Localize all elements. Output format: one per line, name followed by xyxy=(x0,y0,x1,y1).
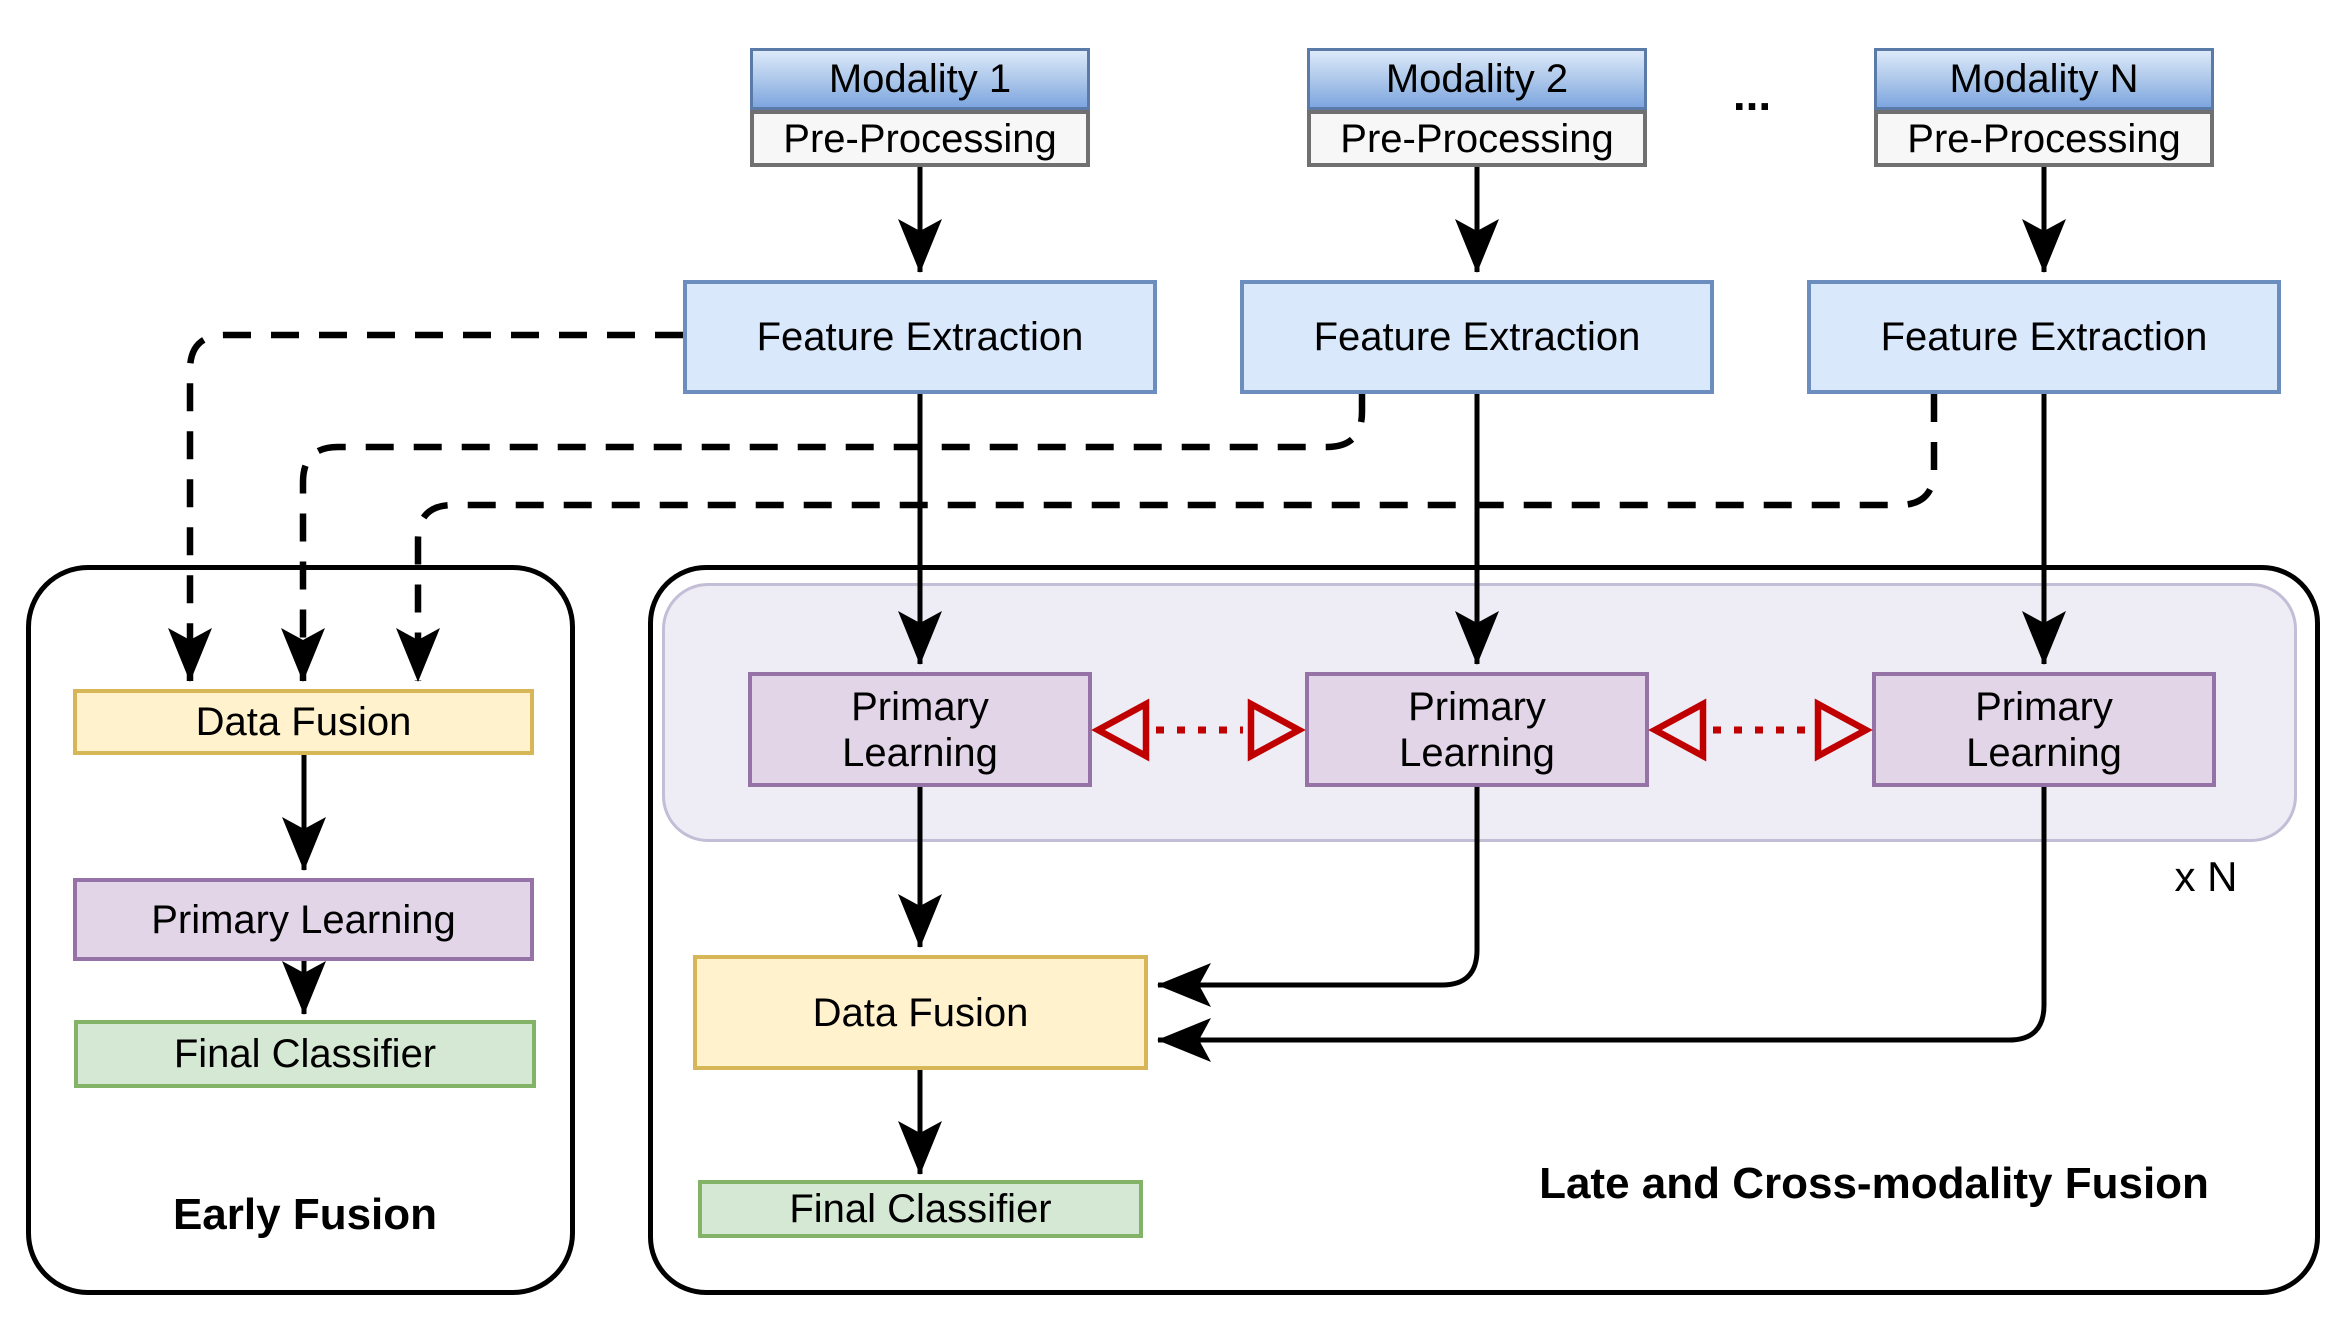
feature-extraction-2-box: Feature Extraction xyxy=(1240,280,1714,394)
early-data-fusion-box: Data Fusion xyxy=(73,689,534,755)
early-primary-learning-box: Primary Learning xyxy=(73,878,534,961)
late-final-classifier-box: Final Classifier xyxy=(698,1180,1143,1238)
late-fusion-caption: Late and Cross-modality Fusion xyxy=(1539,1159,2209,1208)
late-primary-learning-2-box: Primary Learning xyxy=(1305,672,1649,787)
late-primary-learning-1-label: Primary Learning xyxy=(842,684,998,775)
modality-2-box: Modality 2 xyxy=(1307,48,1647,110)
repeat-n-label: x N xyxy=(2174,853,2238,900)
feature-extraction-1-box: Feature Extraction xyxy=(683,280,1157,394)
late-primary-learning-2-label: Primary Learning xyxy=(1399,684,1555,775)
modality-1-box: Modality 1 xyxy=(750,48,1090,110)
modality-ellipsis: ... xyxy=(1732,68,1772,120)
early-fusion-caption: Early Fusion xyxy=(172,1190,438,1239)
late-primary-learning-n-label: Primary Learning xyxy=(1966,684,2122,775)
modality-n-preprocessing-box: Pre-Processing xyxy=(1874,110,2214,167)
modality-2-preprocessing-box: Pre-Processing xyxy=(1307,110,1647,167)
late-primary-learning-n-box: Primary Learning xyxy=(1872,672,2216,787)
early-final-classifier-box: Final Classifier xyxy=(74,1020,536,1088)
late-data-fusion-box: Data Fusion xyxy=(693,955,1148,1070)
modality-n-box: Modality N xyxy=(1874,48,2214,110)
late-primary-learning-1-box: Primary Learning xyxy=(748,672,1092,787)
modality-1-preprocessing-box: Pre-Processing xyxy=(750,110,1090,167)
feature-extraction-n-box: Feature Extraction xyxy=(1807,280,2281,394)
